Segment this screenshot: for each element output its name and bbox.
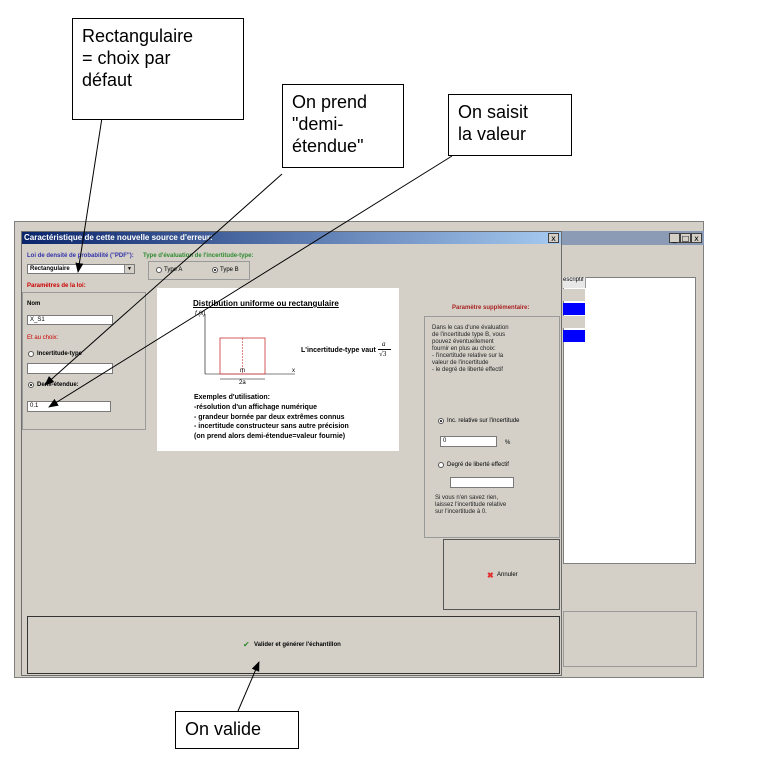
arrow-callout1 bbox=[75, 91, 107, 273]
type-a-radio[interactable] bbox=[156, 267, 162, 273]
dialog-title: Caractéristique de cette nouvelle source… bbox=[22, 232, 561, 244]
valider-label: Valider et générer l'échantillon bbox=[254, 642, 341, 648]
arrow-callout3 bbox=[48, 155, 453, 408]
background-panel bbox=[563, 611, 697, 667]
incertitude-type-label: Incertitude-type bbox=[37, 351, 83, 357]
formula-numerator: a bbox=[382, 340, 386, 348]
type-label: Type d'évaluation de l'incertitude-type: bbox=[143, 253, 254, 259]
examples-title: Exemples d'utilisation: bbox=[194, 394, 270, 401]
arrow-callout2 bbox=[44, 173, 283, 386]
example-item: -résolution d'un affichage numérique bbox=[194, 404, 318, 411]
dialog-close-button[interactable]: x bbox=[548, 233, 559, 243]
chevron-down-icon[interactable]: ▼ bbox=[124, 265, 134, 273]
minimize-button[interactable]: _ bbox=[669, 233, 680, 243]
inc-relative-label: Inc. relative sur l'incertitude bbox=[447, 418, 520, 424]
supp-label: Paramètre supplémentaire: bbox=[452, 305, 530, 311]
example-item: - incertitude constructeur sans autre pr… bbox=[194, 423, 349, 430]
list-row-selected[interactable] bbox=[563, 330, 585, 342]
note-text: Si vous n'en savez rien, laissez l'incer… bbox=[435, 495, 507, 515]
valider-button[interactable]: ✔ Valider et générer l'échantillon bbox=[27, 616, 560, 674]
list-row[interactable] bbox=[563, 316, 585, 328]
callout-valide: On valide bbox=[175, 711, 299, 749]
percent-label: % bbox=[505, 440, 511, 446]
fraction-bar bbox=[378, 349, 391, 350]
callout-saisit-valeur: On saisit la valeur bbox=[448, 94, 572, 156]
supp-text: Dans le cas d'une évaluation de l'incert… bbox=[432, 325, 509, 373]
check-icon: ✔ bbox=[243, 640, 250, 649]
demi-etendue-input[interactable]: 0.1 bbox=[27, 401, 111, 412]
m-label: m bbox=[240, 368, 245, 374]
fx-label: f (x) bbox=[195, 311, 206, 317]
example-item: - grandeur bornée par deux extrêmes conn… bbox=[194, 413, 345, 421]
examples-list: -résolution d'un affichage numérique - g… bbox=[194, 403, 349, 441]
list-header-descriptif[interactable]: escriptif bbox=[563, 277, 586, 288]
demi-etendue-label: Demi-étendue: bbox=[37, 382, 79, 388]
two-a-label: 2a bbox=[239, 380, 246, 386]
degre-liberte-label: Degré de liberté effectif bbox=[447, 462, 509, 468]
formula-text: L'incertitude-type vaut bbox=[301, 347, 376, 354]
callout-demi-etendue: On prend "demi- étendue" bbox=[282, 84, 404, 168]
params-label: Paramètres de la loi: bbox=[27, 283, 86, 289]
incertitude-type-radio[interactable] bbox=[28, 351, 34, 357]
background-window-titlebar bbox=[560, 231, 704, 245]
callout-default-choice: Rectangulaire = choix par défaut bbox=[72, 18, 244, 120]
type-b-label: Type B bbox=[220, 267, 239, 273]
annuler-button[interactable]: ✖ Annuler bbox=[443, 539, 560, 610]
figure-title: Distribution uniforme ou rectangulaire bbox=[193, 299, 339, 308]
annuler-label: Annuler bbox=[497, 572, 518, 578]
degre-liberte-radio[interactable] bbox=[438, 462, 444, 468]
type-radio-group bbox=[148, 261, 250, 280]
list-row-selected[interactable] bbox=[563, 303, 585, 315]
x-label: x bbox=[292, 368, 295, 374]
nom-label: Nom bbox=[27, 301, 41, 307]
nom-input[interactable]: X_S1 bbox=[27, 315, 113, 325]
demi-etendue-radio[interactable] bbox=[28, 382, 34, 388]
type-a-label: Type A bbox=[164, 267, 183, 273]
list-row[interactable] bbox=[563, 289, 585, 301]
degre-liberte-input[interactable] bbox=[450, 477, 514, 488]
inc-relative-radio[interactable] bbox=[438, 418, 444, 424]
supp-frame bbox=[424, 316, 560, 538]
cancel-icon: ✖ bbox=[487, 571, 494, 580]
params-frame bbox=[22, 292, 146, 430]
maximize-button[interactable]: □ bbox=[680, 233, 691, 243]
incertitude-type-input[interactable] bbox=[27, 363, 113, 374]
uniform-distribution-plot bbox=[204, 314, 295, 380]
pdf-select-value: Rectangulaire bbox=[30, 266, 70, 272]
close-window-button[interactable]: x bbox=[691, 233, 702, 243]
example-item: (on prend alors demi-étendue=valeur four… bbox=[194, 432, 346, 440]
choice-label: Et au choix: bbox=[27, 335, 59, 341]
type-b-radio[interactable] bbox=[212, 267, 218, 273]
arrow-callout4 bbox=[237, 661, 260, 712]
formula-denominator: √3 bbox=[379, 350, 387, 358]
inc-relative-input[interactable]: 0 bbox=[440, 436, 497, 447]
source-list[interactable] bbox=[563, 277, 696, 564]
